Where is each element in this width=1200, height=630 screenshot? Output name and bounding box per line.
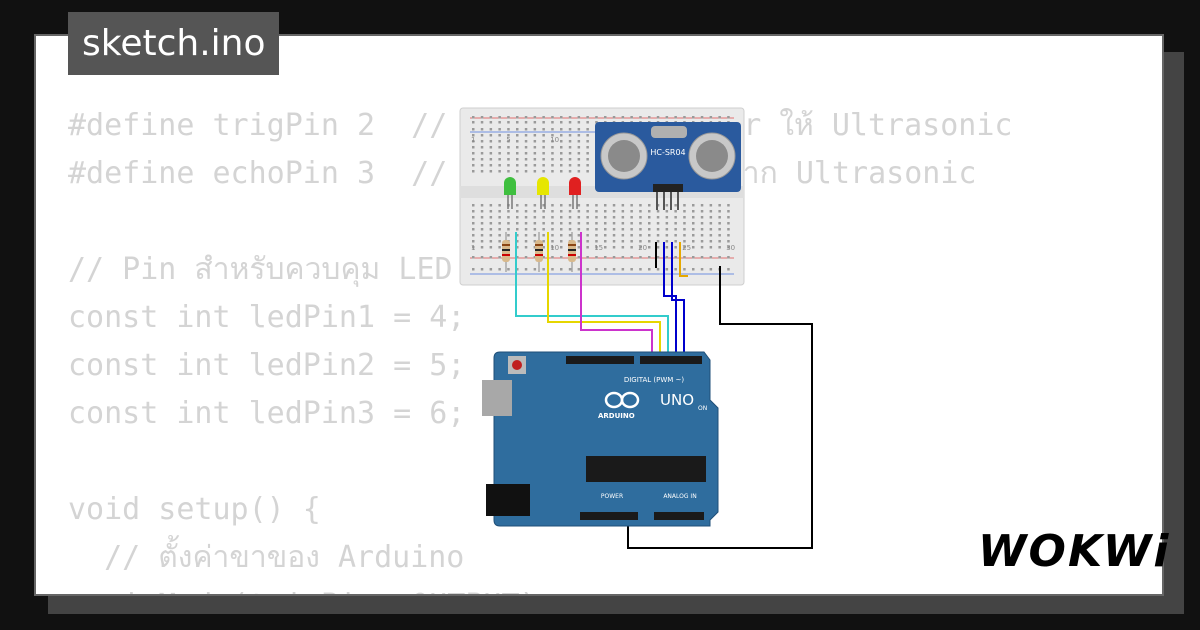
breadboard-column-number: 20 <box>638 244 647 252</box>
breadboard-column-number: 10 <box>550 136 559 144</box>
resistor-2 <box>535 232 543 272</box>
wire-yellow <box>547 232 661 354</box>
code-line: pinMode(trigPin, OUTPUT); <box>68 582 1012 594</box>
breadboard-column-number: 30 <box>726 244 735 252</box>
code-line: // ตั้งค่าขาของ Arduino <box>68 540 465 575</box>
code-line: // Pin สำหรับควบคุม LED <box>68 252 453 287</box>
file-title-tab[interactable]: sketch.ino <box>68 12 280 75</box>
preview-card: #define trigPin 2 // ขาสัญญาณ Trigger ให… <box>34 34 1164 596</box>
wire-cyan <box>515 232 669 354</box>
wire-yellow-sensor <box>679 242 688 277</box>
breadboard-column-number: 25 <box>682 244 691 252</box>
analog-label: ANALOG IN <box>663 493 696 500</box>
arduino-uno: DIGITAL (PWM ~) UNO ARDUINO ON POWER ANA… <box>482 351 719 527</box>
sensor-label: HC-SR04 <box>650 148 685 157</box>
wire-blue-1 <box>663 242 677 354</box>
resistor-1 <box>502 232 510 272</box>
on-label: ON <box>698 405 707 412</box>
code-line: const int ledPin3 = 6; <box>68 396 466 431</box>
arduino-logo-icon <box>604 391 640 409</box>
breadboard-column-number: 10 <box>550 244 559 252</box>
digital-label: DIGITAL (PWM ~) <box>624 376 685 384</box>
board-label: UNO <box>660 391 694 409</box>
ultrasonic-sensor: HC-SR04 <box>595 122 741 192</box>
brand-label: ARDUINO <box>598 412 635 420</box>
power-label: POWER <box>601 493 623 500</box>
resistor-3 <box>568 232 576 272</box>
led-red <box>569 177 581 209</box>
wire-magenta <box>580 232 653 354</box>
led-green <box>504 177 516 209</box>
circuit-diagram: 115510101515202025253030 HC-SR04 <box>459 107 813 549</box>
breadboard-column-number: 1 <box>471 136 475 144</box>
led-yellow <box>537 177 549 209</box>
wire-black-gnd <box>627 266 813 549</box>
breadboard-column-number: 1 <box>471 244 475 252</box>
wokwi-logo: WOKWi <box>978 526 1171 577</box>
code-line: const int ledPin2 = 5; <box>68 348 466 383</box>
breadboard-column-number: 15 <box>594 244 603 252</box>
wire-blue-2 <box>671 242 685 354</box>
code-line: void setup() { <box>68 492 321 527</box>
code-line: const int ledPin1 = 4; <box>68 300 466 335</box>
breadboard-column-number: 5 <box>506 136 510 144</box>
